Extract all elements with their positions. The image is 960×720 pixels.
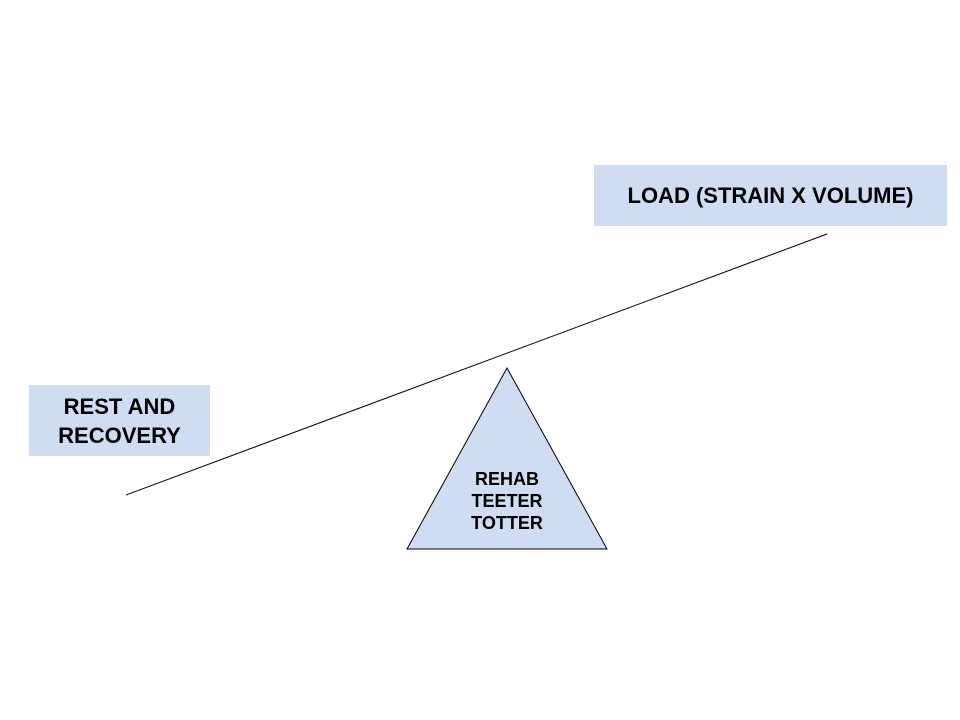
fulcrum-label-line1: REHAB (474, 469, 539, 489)
fulcrum-label-line3: TOTTER (471, 513, 543, 533)
teeter-totter-lever (125, 233, 828, 496)
fulcrum-label-line2: TEETER (471, 491, 543, 511)
rest-recovery-box: REST AND RECOVERY (29, 385, 210, 456)
fulcrum-label: REHAB TEETER TOTTER (447, 468, 567, 534)
load-label: LOAD (STRAIN X VOLUME) (627, 182, 914, 208)
rest-label-line1: REST AND (63, 393, 176, 419)
load-box: LOAD (STRAIN X VOLUME) (594, 165, 947, 226)
rest-label-line2: RECOVERY (58, 422, 181, 448)
fulcrum-triangle (406, 366, 608, 550)
